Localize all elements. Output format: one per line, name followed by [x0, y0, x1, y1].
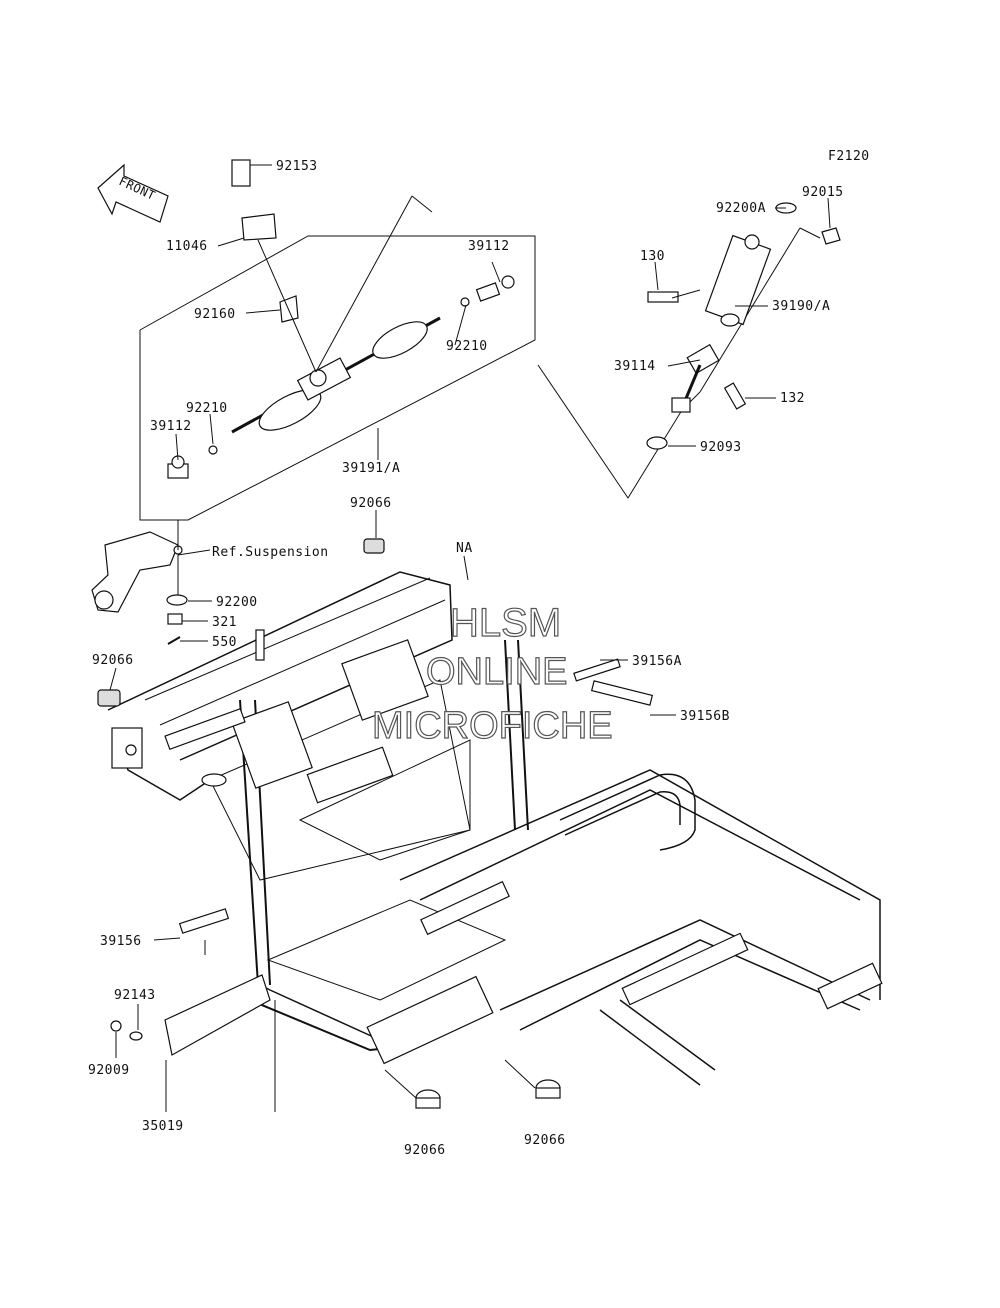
vehicle-frame: [107, 571, 883, 1086]
shim-39156B: [590, 680, 654, 706]
label-NA: NA: [456, 541, 473, 556]
label-39156: 39156: [100, 934, 142, 949]
watermark-line2: ONLINE: [426, 651, 567, 693]
plate-35019: [110, 974, 271, 1056]
label-92200: 92200: [216, 595, 258, 610]
label-ref-suspension: Ref.Suspension: [212, 545, 329, 560]
label-92160: 92160: [194, 307, 236, 322]
label-39156B: 39156B: [680, 709, 730, 724]
label-92066-top: 92066: [350, 496, 392, 511]
label-92093: 92093: [700, 440, 742, 455]
label-92066-bottom-1: 92066: [404, 1143, 446, 1158]
label-39191A: 39191/A: [342, 461, 400, 476]
label-39114: 39114: [614, 359, 656, 374]
shim-39156A: [573, 658, 621, 682]
label-39190A: 39190/A: [772, 299, 830, 314]
steering-knuckle: [91, 520, 211, 645]
label-11046: 11046: [166, 239, 208, 254]
front-arrow-icon: FRONT: [97, 163, 169, 223]
steering-shaft-group: [537, 202, 841, 499]
label-92009: 92009: [88, 1063, 130, 1078]
watermark-line3: MICROFICHE: [372, 705, 613, 747]
steering-rack-group: [139, 159, 536, 521]
watermark: HLSM ONLINE MICROFICHE: [371, 600, 613, 747]
label-92143: 92143: [114, 988, 156, 1003]
label-39112-right: 39112: [468, 239, 510, 254]
label-92210-left: 92210: [186, 401, 228, 416]
leader-lines: [109, 164, 831, 1112]
label-35019: 35019: [142, 1119, 184, 1134]
grommet-92066-top: [363, 538, 385, 554]
label-39112-left: 39112: [150, 419, 192, 434]
label-92015: 92015: [802, 185, 844, 200]
label-550: 550: [212, 635, 237, 650]
label-92210-right: 92210: [446, 339, 488, 354]
label-132: 132: [780, 391, 805, 406]
label-92153: 92153: [276, 159, 318, 174]
shim-39156: [178, 908, 230, 934]
label-130: 130: [640, 249, 665, 264]
watermark-line1: HLSM: [450, 601, 561, 645]
grommet-92066-b2: [535, 1079, 561, 1099]
grommet-92066-left: [97, 689, 121, 707]
label-92200A: 92200A: [716, 201, 766, 216]
figure-code: F2120: [828, 149, 870, 164]
grommet-92066-b1: [415, 1089, 441, 1109]
label-92066-bottom-2: 92066: [524, 1133, 566, 1148]
label-39156A: 39156A: [632, 654, 682, 669]
label-92066-left: 92066: [92, 653, 134, 668]
label-321: 321: [212, 615, 237, 630]
